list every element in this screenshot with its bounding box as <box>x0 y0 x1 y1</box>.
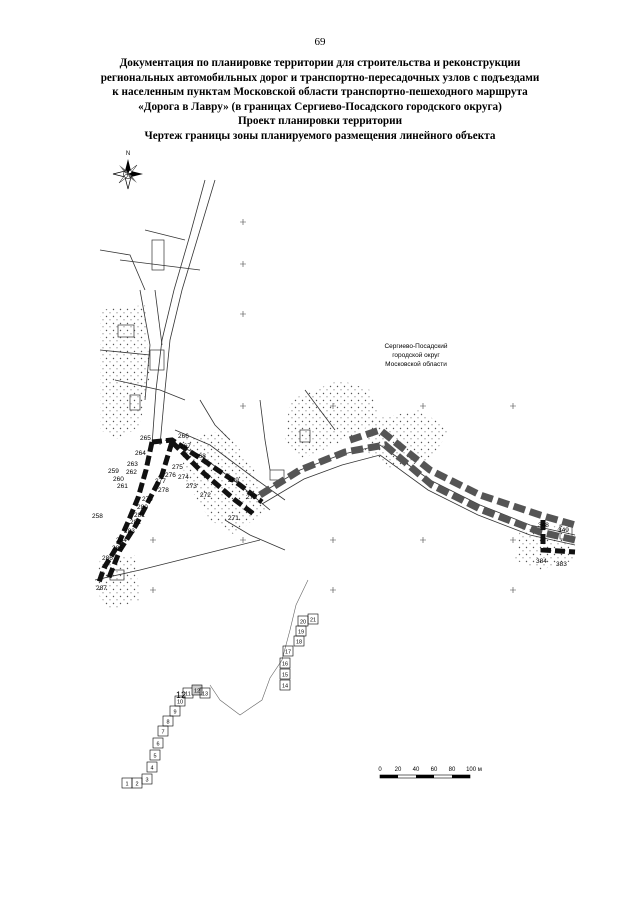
sheet-number: 15 <box>282 673 288 679</box>
scale-tick-label: 60 <box>431 767 438 773</box>
sheet-number: 17 <box>285 650 291 656</box>
scale-tick-label: 20 <box>395 767 402 773</box>
compass-north-label: N <box>126 151 130 157</box>
sheet-number: 12 <box>194 689 200 695</box>
point-label: 286 <box>102 555 113 562</box>
region-label-line-2: городской округ <box>392 351 440 359</box>
planned-object-boundary-left <box>95 437 576 586</box>
sheet-number: 11 <box>185 692 191 698</box>
point-label: 272 <box>200 492 211 499</box>
title-line-4: «Дорога в Лавру» (в границах Сергиево-По… <box>138 100 502 113</box>
point-label: 266 <box>178 433 189 440</box>
point-label: 279 <box>142 496 153 503</box>
sheet-number: 18 <box>296 640 302 646</box>
sheet-number: 5 <box>153 754 156 760</box>
title-line-6: Чертеж границы зоны планируемого размеще… <box>144 129 496 142</box>
vegetation-areas <box>95 305 575 610</box>
region-label-line-1: Сергиево-Посадский <box>384 342 447 350</box>
sheet-boundary-line <box>209 579 309 716</box>
sheet-number: 19 <box>298 630 304 636</box>
point-label: 283 <box>124 528 135 535</box>
page-number: 69 <box>314 36 326 48</box>
sheet-number: 2 <box>135 782 138 788</box>
scale-tick-label: 0 <box>378 767 382 773</box>
title-line-5: Проект планировки территории <box>237 115 403 128</box>
point-label: 262 <box>126 469 137 476</box>
sheet-number: 14 <box>282 684 288 690</box>
title-line-1: Документация по планировке территории дл… <box>119 57 521 69</box>
sheet-index-grid: 1 2 3 4 5 6 7 8 9 10 11 12 13 14 15 16 1… <box>121 613 319 789</box>
sheet-number: 9 <box>173 710 176 716</box>
point-label: 267 <box>180 443 191 450</box>
point-label: 383 <box>556 561 567 568</box>
planned-object-boundary <box>258 426 576 544</box>
point-label: 348 <box>538 522 549 529</box>
sheet-number: 21 <box>310 618 316 624</box>
point-label: 264 <box>135 450 146 457</box>
scale-bar: 0 20 40 60 80 100 м <box>378 767 482 779</box>
point-label: 270 <box>246 494 257 501</box>
sheet-number: 20 <box>300 620 306 626</box>
sheet-number: 8 <box>166 720 169 726</box>
sheet-number: 6 <box>156 742 159 748</box>
sheet-number: 10 <box>177 700 183 706</box>
sheet-number: 16 <box>282 662 288 668</box>
sheet-number: 13 <box>202 692 208 698</box>
title-line-3: к населенным пунктам Московской области … <box>112 86 528 99</box>
point-label: 281 <box>134 512 145 519</box>
point-label: 384 <box>536 558 547 565</box>
point-label: 287 <box>96 585 107 592</box>
point-label: 273 <box>186 483 197 490</box>
sheet-number: 3 <box>145 778 148 784</box>
point-label: 258 <box>92 513 103 520</box>
point-label: 278 <box>158 487 169 494</box>
title-line-2: региональных автомобильных дорог и транс… <box>100 71 540 84</box>
point-label: 349 <box>558 527 569 534</box>
point-label: 277 <box>155 478 166 485</box>
point-label: 271 <box>228 515 239 522</box>
point-label: 285 <box>112 545 123 552</box>
territory-map: N <box>92 151 576 789</box>
compass-rose-icon <box>112 159 143 190</box>
point-label: 263 <box>127 461 138 468</box>
point-label: 259 <box>108 468 119 475</box>
boundary-point-labels: 258 259 260 261 262 263 264 265 266 267 … <box>92 433 569 592</box>
point-label: 260 <box>113 476 124 483</box>
sheet-number: 1 <box>125 782 128 788</box>
point-label: 269 <box>228 477 239 484</box>
point-label: 275 <box>172 464 183 471</box>
region-label: Сергиево-Посадский городской округ Моско… <box>384 342 447 368</box>
point-label: 261 <box>117 483 128 490</box>
point-label: 282 <box>130 519 141 526</box>
point-label: 274 <box>178 474 189 481</box>
sheet-number: 7 <box>161 730 164 736</box>
point-label: 284 <box>116 537 127 544</box>
document-title: Документация по планировке территории дл… <box>60 56 580 144</box>
scale-tick-label: 100 м <box>466 767 482 773</box>
point-label: 276 <box>165 472 176 479</box>
scale-tick-label: 40 <box>413 767 420 773</box>
sheet-index-label: 12 <box>176 690 186 700</box>
point-label: 265 <box>140 435 151 442</box>
scale-tick-label: 80 <box>449 767 456 773</box>
point-label: 280 <box>137 504 148 511</box>
point-label: 268 <box>195 453 206 460</box>
region-label-line-3: Московской области <box>385 360 447 368</box>
sheet-number: 4 <box>150 766 153 772</box>
